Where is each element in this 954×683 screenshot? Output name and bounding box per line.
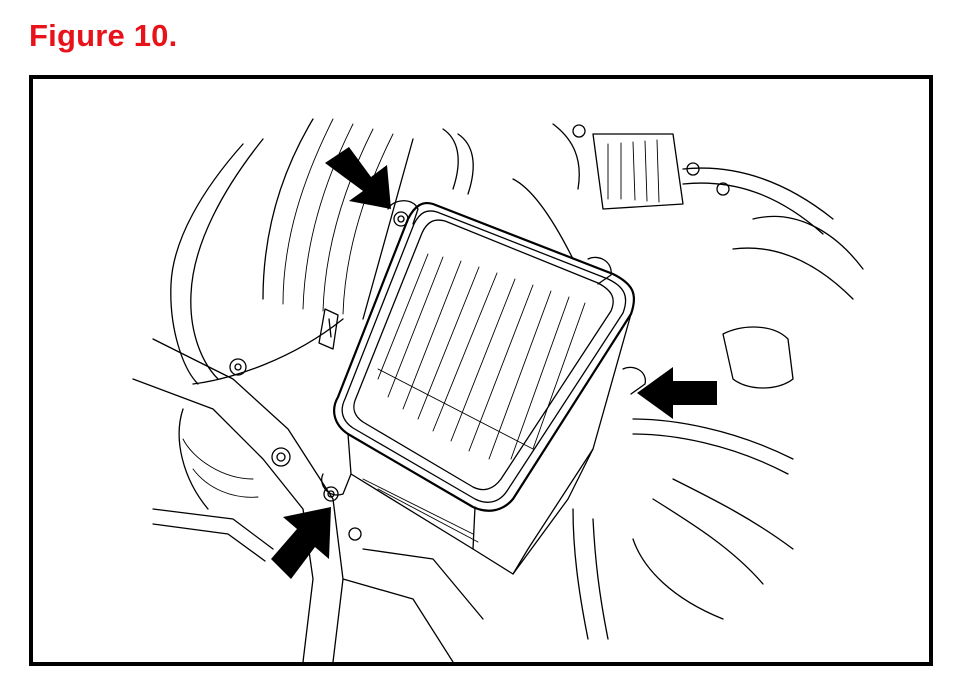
arrow-top-left bbox=[325, 147, 391, 209]
figure-title: Figure 10. bbox=[29, 18, 178, 53]
air-cleaner-case bbox=[318, 200, 646, 575]
engine-bay-line-drawing bbox=[132, 118, 864, 662]
hoses-and-harness bbox=[442, 123, 864, 640]
bolt-heads bbox=[229, 124, 730, 541]
frame-rail bbox=[132, 338, 484, 662]
illustration-frame bbox=[29, 75, 933, 666]
callout-arrows bbox=[271, 147, 717, 579]
arrow-right bbox=[637, 367, 717, 419]
arrow-bottom-left bbox=[271, 507, 331, 579]
fender-lines bbox=[170, 118, 414, 385]
